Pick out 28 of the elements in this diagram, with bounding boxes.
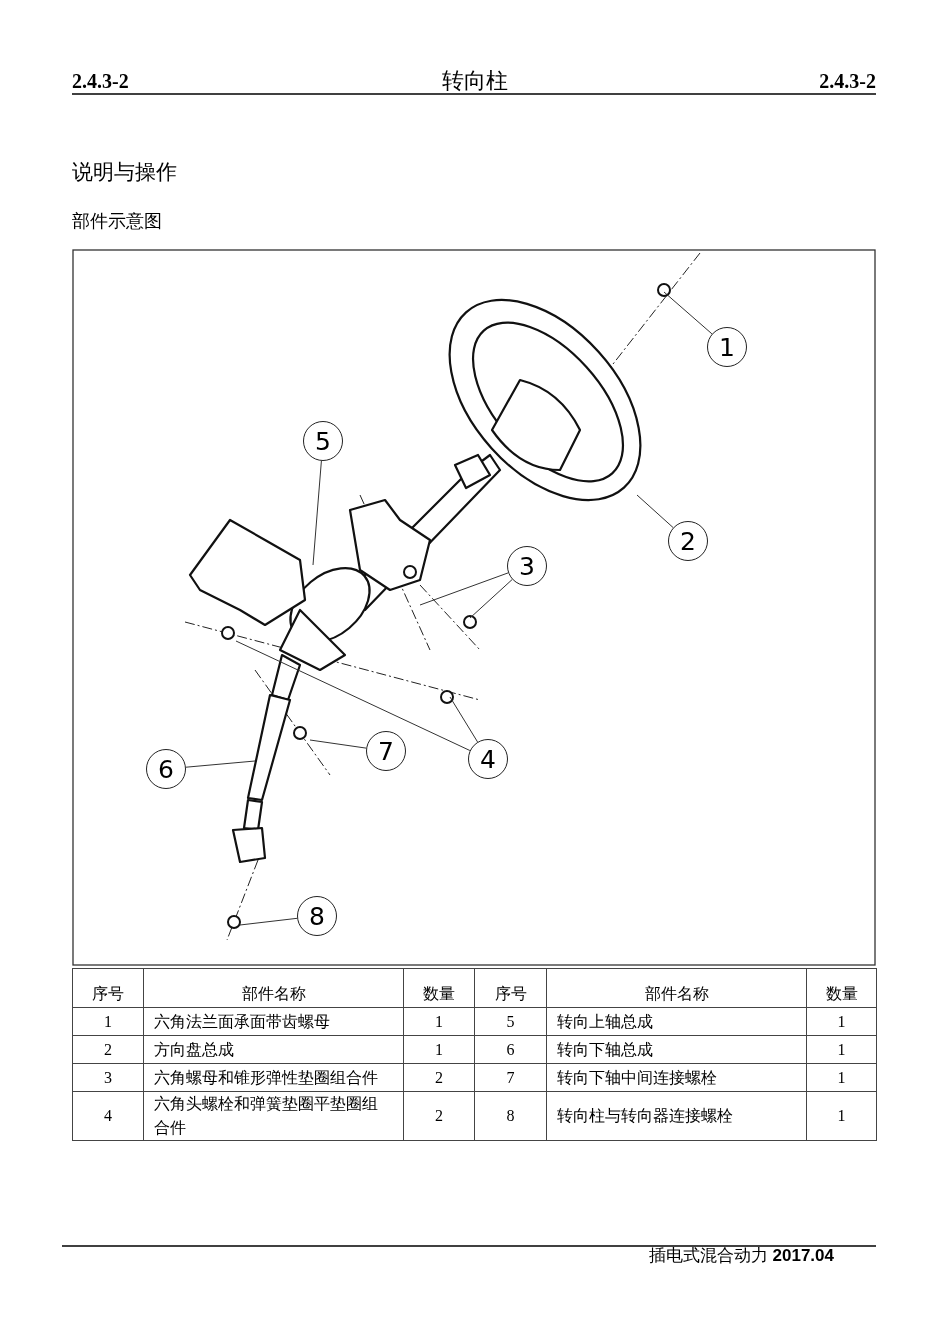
subsection-heading: 部件示意图 — [72, 210, 162, 233]
callout-number: 7 — [366, 731, 406, 771]
page-number: 2.4.3-2 — [819, 70, 876, 93]
leader-line — [636, 494, 674, 529]
footer-text: 插电式混合动力 2017.04 — [648, 1245, 834, 1267]
leader-line — [419, 572, 509, 606]
leader-line — [239, 917, 298, 926]
leader-line — [309, 739, 367, 749]
callout-number: 6 — [146, 749, 186, 789]
leader-line — [469, 579, 513, 619]
page-number: 2.4.3-2 — [72, 70, 129, 93]
section-heading: 说明与操作 — [72, 159, 177, 186]
callout-number: 8 — [297, 896, 337, 936]
leader-line — [449, 696, 479, 743]
leader-line — [312, 460, 322, 566]
leader-line — [185, 760, 256, 768]
page-title: 转向柱 — [441, 67, 509, 95]
table-header-cell: 数量 — [806, 968, 877, 1008]
table-cell: 1 — [806, 1091, 877, 1141]
callout-number: 4 — [468, 739, 508, 779]
callout-number: 3 — [507, 546, 547, 586]
callout-number: 1 — [707, 327, 747, 367]
table-header-cell: 序号 — [72, 968, 144, 1008]
callout-number: 5 — [303, 421, 343, 461]
leader-line — [235, 640, 471, 751]
callout-number: 2 — [668, 521, 708, 561]
leader-line — [663, 291, 713, 335]
table-cell: 4 — [72, 1091, 144, 1141]
